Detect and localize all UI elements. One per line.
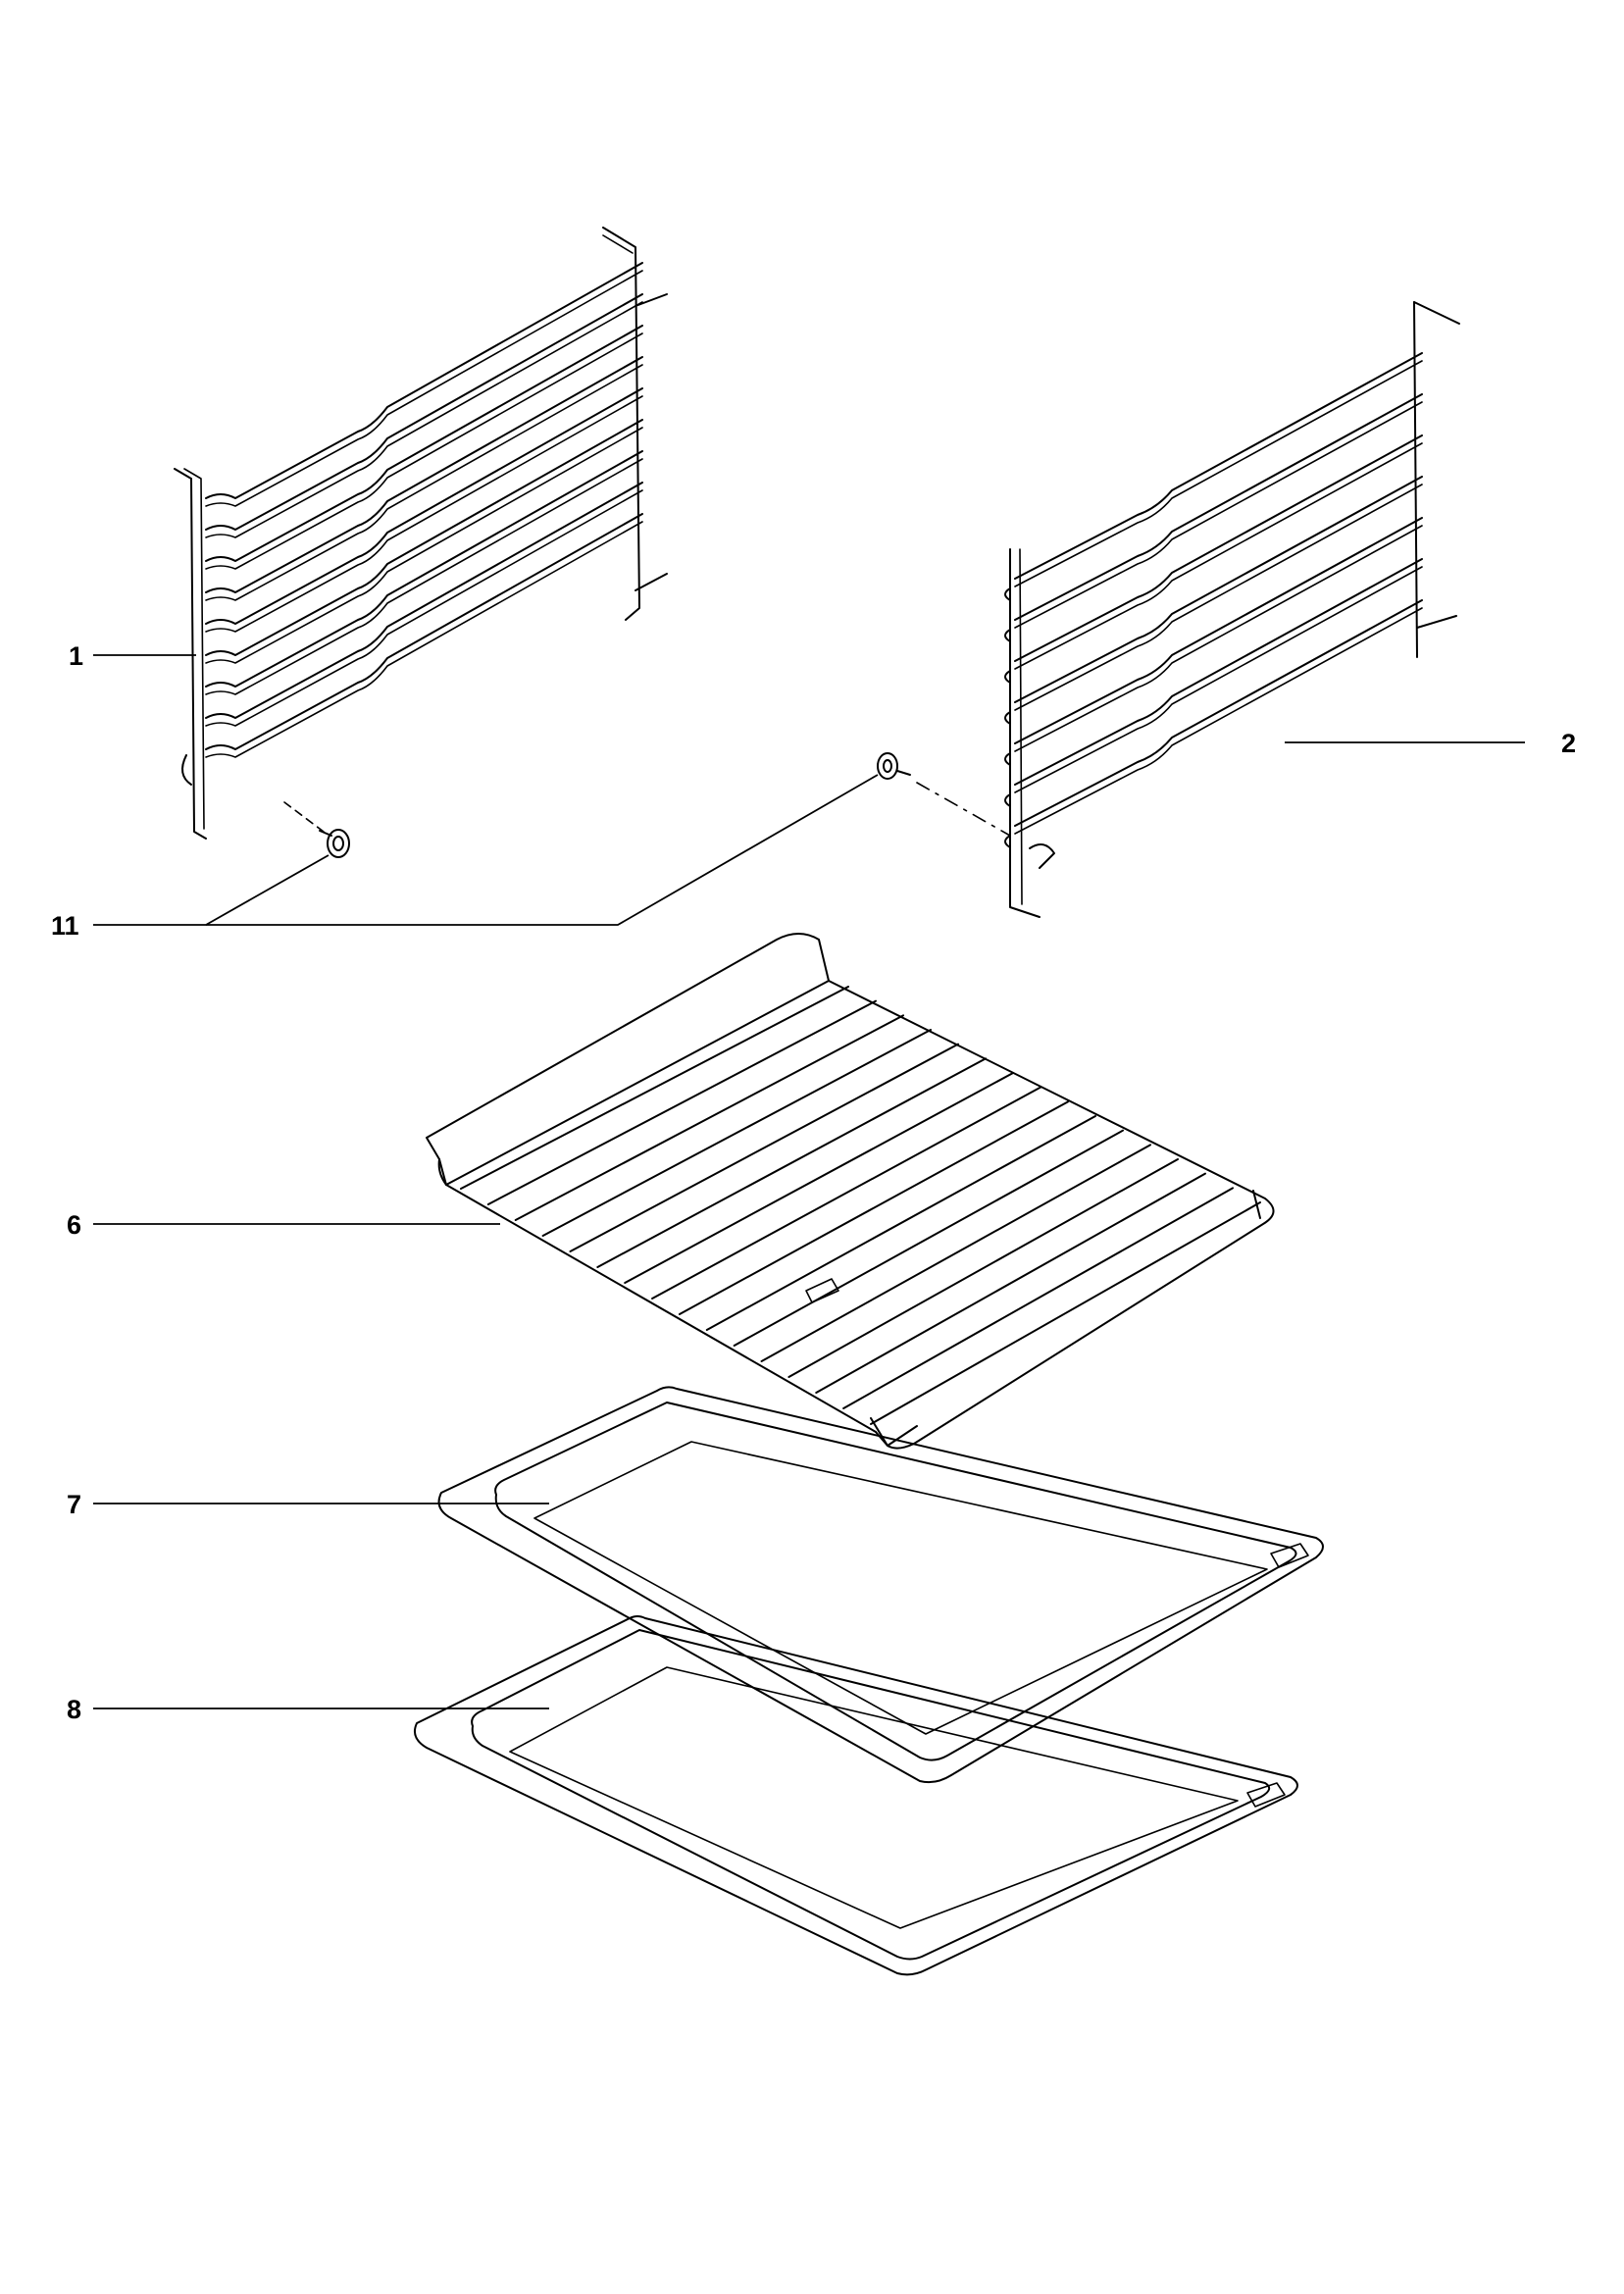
rail-right-post-back — [1413, 301, 1418, 658]
rail-right-wire — [1014, 517, 1423, 744]
grid-bars — [460, 986, 1261, 1425]
grid-bar — [624, 1072, 1014, 1284]
rail-left-wire-inner — [205, 395, 643, 633]
rail-right-wire-inner — [1014, 484, 1423, 711]
rail-right-loop — [1004, 670, 1011, 684]
rail-left-post-back — [602, 227, 640, 621]
grid-bar — [760, 1144, 1151, 1362]
rail-left-wire-inner — [205, 301, 643, 538]
callout-1: 1 — [69, 641, 84, 671]
rail-right-wire-inner — [1014, 525, 1423, 752]
rail-left-wire — [205, 262, 643, 499]
deep-baking-tray — [414, 1615, 1298, 1976]
rail-right-hook — [1029, 843, 1055, 869]
rail-right-post-inner — [1019, 548, 1023, 905]
rail-right-wire-inner — [1014, 566, 1423, 793]
rail-left-wire-inner — [205, 332, 643, 570]
leader-11b — [206, 774, 879, 926]
rail-right-wire — [1014, 558, 1423, 786]
grid-bar — [842, 1187, 1234, 1409]
grid-bar — [514, 1014, 904, 1221]
rail-left-wire — [205, 419, 643, 656]
screw-right — [877, 752, 1011, 837]
grid-bar — [705, 1115, 1096, 1331]
rail-left-wire-inner — [205, 364, 643, 601]
wire-grid-shelf — [426, 933, 1275, 1450]
rail-left-post-back-inner — [602, 234, 634, 254]
rail-left-wire — [205, 513, 643, 750]
screw-left — [283, 801, 350, 858]
rail-left-hook — [181, 754, 192, 786]
grid-bar — [733, 1129, 1124, 1347]
callout-7: 7 — [67, 1490, 82, 1519]
rail-left-wire — [205, 356, 643, 593]
rail-right-loop — [1004, 835, 1011, 848]
rail-right-loop — [1004, 629, 1011, 642]
rail-left-wire-inner — [205, 521, 643, 758]
rail-left-wire — [205, 450, 643, 688]
rail-right-loop — [1004, 711, 1011, 725]
callout-8: 8 — [67, 1695, 82, 1724]
rail-right-loop — [1004, 752, 1011, 766]
grid-bar — [870, 1201, 1261, 1425]
rail-right-post — [1009, 548, 1040, 918]
rail-right-wire — [1014, 476, 1423, 703]
rail-left-wire-inner — [205, 270, 643, 507]
grid-bar — [815, 1172, 1206, 1394]
grid-bar — [651, 1086, 1041, 1300]
rail-right-loop — [1004, 793, 1011, 807]
rail-left-wire-inner — [205, 489, 643, 727]
shallow-baking-tray — [437, 1386, 1324, 1784]
grid-bar — [596, 1057, 987, 1268]
callout-11: 11 — [51, 911, 79, 941]
rail-right-wire — [1014, 352, 1423, 580]
rail-right-tip — [1413, 301, 1460, 325]
rail-left-wire — [205, 293, 643, 531]
rail-left-wire-inner — [205, 427, 643, 664]
rail-left-wire — [205, 325, 643, 562]
callout-6: 6 — [67, 1210, 82, 1240]
rail-left-tip — [634, 573, 668, 591]
rail-right-wire-inner — [1014, 360, 1423, 587]
left-shelf-rail — [174, 227, 668, 840]
grid-bar — [678, 1100, 1069, 1315]
rail-right-wire-inner — [1014, 401, 1423, 629]
rail-right-wire — [1014, 599, 1423, 827]
rail-right-wire — [1014, 393, 1423, 621]
rail-right-wire-inner — [1014, 442, 1423, 670]
rail-right-wire-inner — [1014, 607, 1423, 835]
leader-lines — [93, 654, 1525, 1709]
rail-left-wire — [205, 387, 643, 625]
grid-bar — [460, 986, 849, 1190]
grid-bar — [787, 1158, 1179, 1378]
grid-bar — [486, 999, 877, 1205]
rail-right-wire — [1014, 434, 1423, 662]
right-shelf-rail — [1004, 301, 1460, 918]
leader-11 — [93, 854, 330, 926]
callout-2: 2 — [1561, 729, 1577, 758]
grid-bar — [569, 1043, 959, 1252]
rail-left-wire-inner — [205, 458, 643, 695]
rail-right-tip — [1416, 615, 1457, 629]
rail-left-post-inner — [183, 468, 205, 830]
rail-left-tip — [634, 293, 668, 307]
rail-right-loop — [1004, 587, 1011, 601]
rail-left-wire — [205, 482, 643, 719]
grid-bar — [541, 1029, 932, 1237]
